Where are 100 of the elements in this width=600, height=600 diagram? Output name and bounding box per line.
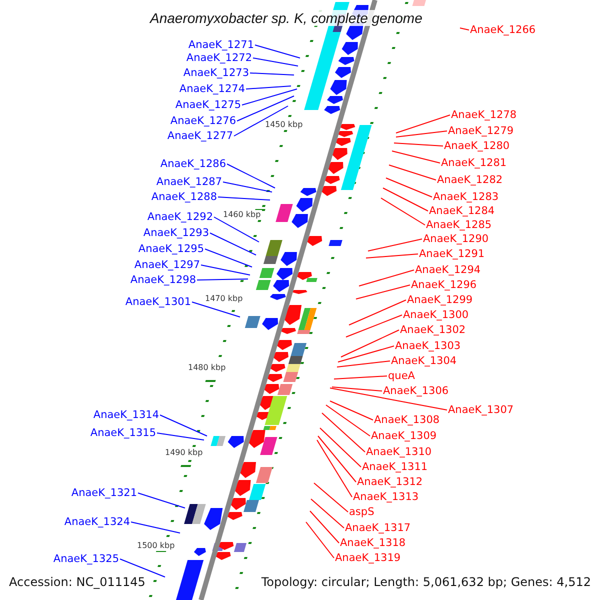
gene-label: AnaeK_1312	[357, 476, 423, 488]
gene-label: AnaeK_1313	[353, 491, 419, 503]
gene-label: AnaeK_1315	[90, 427, 156, 439]
scale-label: 1480 kbp	[187, 363, 227, 373]
gene-label: AnaeK_1276	[170, 115, 236, 127]
gene-label: AnaeK_1287	[156, 176, 222, 188]
leader-line	[222, 182, 272, 192]
gene-label: AnaeK_1303	[395, 340, 461, 352]
leader-line	[336, 360, 390, 368]
leader-line	[210, 232, 256, 256]
leader-line	[338, 346, 394, 362]
leader-line	[388, 164, 436, 180]
leader-line	[366, 254, 418, 258]
leader-line	[310, 510, 340, 544]
scale-label: 1500 kbp	[136, 541, 176, 551]
gene-label: AnaeK_1318	[340, 537, 406, 549]
leader-line	[234, 106, 288, 136]
leader-line	[460, 28, 470, 30]
leader-line	[250, 72, 294, 76]
gene-label: AnaeK_1292	[147, 211, 213, 223]
gene-label: aspS	[349, 506, 374, 518]
leader-line	[306, 522, 334, 558]
leader-line	[394, 142, 444, 146]
gene-label: AnaeK_1321	[71, 487, 137, 499]
leader-line	[138, 492, 186, 508]
leader-line	[356, 284, 410, 300]
gene-label: AnaeK_1281	[441, 157, 507, 169]
gene-label: AnaeK_1290	[423, 233, 489, 245]
leader-line	[204, 248, 252, 268]
leader-line	[218, 196, 270, 200]
leader-line	[316, 440, 352, 498]
gene-label: AnaeK_1317	[345, 522, 411, 534]
gene-label: AnaeK_1266	[470, 24, 536, 36]
gene-label: AnaeK_1304	[391, 355, 457, 367]
gene-label: AnaeK_1325	[53, 553, 119, 565]
leader-line	[192, 302, 240, 318]
gene-label: AnaeK_1271	[188, 39, 254, 51]
leader-line	[196, 278, 248, 280]
gene-label: AnaeK_1301	[125, 296, 191, 308]
leader-line	[348, 300, 406, 326]
leader-line	[322, 412, 366, 452]
gene-label: AnaeK_1279	[448, 125, 514, 137]
leader-line	[382, 188, 428, 212]
leader-line	[320, 428, 362, 468]
leader-line	[386, 178, 432, 198]
leader-line	[334, 376, 388, 380]
gene-label: AnaeK_1319	[335, 552, 401, 564]
leader-line	[358, 270, 414, 286]
gene-label: AnaeK_1314	[93, 409, 159, 421]
gene-label: AnaeK_1278	[451, 109, 517, 121]
gene-label: queA	[388, 370, 415, 382]
leader-line	[392, 150, 440, 164]
gene-label: AnaeK_1298	[130, 274, 196, 286]
leader-line	[226, 164, 276, 188]
gene-label: AnaeK_1273	[183, 67, 249, 79]
gene-label: AnaeK_1294	[415, 264, 481, 276]
gene-label: AnaeK_1285	[426, 219, 492, 231]
leader-line	[246, 86, 292, 90]
gene-label: AnaeK_1286	[160, 158, 226, 170]
leader-line	[130, 522, 180, 534]
gene-label: AnaeK_1284	[429, 205, 495, 217]
gene-label: AnaeK_1299	[407, 294, 473, 306]
leader-line	[214, 216, 260, 242]
info-text: Topology: circular; Length: 5,061,632 bp; Genes: 4,512	[261, 575, 591, 589]
leader-line	[368, 238, 422, 252]
scale-label: 1450 kbp	[264, 120, 304, 130]
gene-label: AnaeK_1295	[138, 243, 204, 255]
gene-label: AnaeK_1311	[362, 461, 428, 473]
gene-label: AnaeK_1302	[400, 324, 466, 336]
gene-label: AnaeK_1280	[444, 140, 510, 152]
gene-label: AnaeK_1310	[366, 446, 432, 458]
leader-line	[396, 130, 448, 138]
chart-title: Anaeromyxobacter sp. K, complete genome	[148, 10, 424, 26]
leader-line	[380, 198, 426, 226]
gene-label: AnaeK_1277	[167, 130, 233, 142]
gene-label: AnaeK_1324	[64, 516, 130, 528]
gene-label: AnaeK_1275	[175, 99, 241, 111]
leader-line	[310, 498, 344, 528]
gene-label: AnaeK_1297	[134, 259, 200, 271]
leader-line	[254, 44, 300, 58]
info-text: Accession: NC_011145	[9, 575, 146, 589]
gene-label: AnaeK_1272	[186, 52, 252, 64]
leader-line	[160, 414, 208, 436]
gene-label: AnaeK_1307	[448, 404, 514, 416]
leader-line	[332, 386, 382, 392]
gene-label: AnaeK_1293	[143, 227, 209, 239]
gene-label: AnaeK_1308	[374, 414, 440, 426]
leader-line	[200, 264, 250, 276]
leader-line	[242, 88, 298, 106]
gene-label: AnaeK_1306	[383, 385, 449, 397]
leader-line	[120, 558, 166, 578]
scale-label: 1460 kbp	[222, 210, 262, 220]
leader-line	[340, 330, 400, 358]
leader-line	[318, 436, 356, 482]
leader-line	[314, 482, 348, 512]
leader-line	[156, 432, 204, 440]
gene-label: AnaeK_1309	[371, 430, 437, 442]
gene-label: AnaeK_1282	[437, 174, 503, 186]
scale-label: 1490 kbp	[164, 448, 204, 458]
gene-label: AnaeK_1274	[179, 83, 245, 95]
